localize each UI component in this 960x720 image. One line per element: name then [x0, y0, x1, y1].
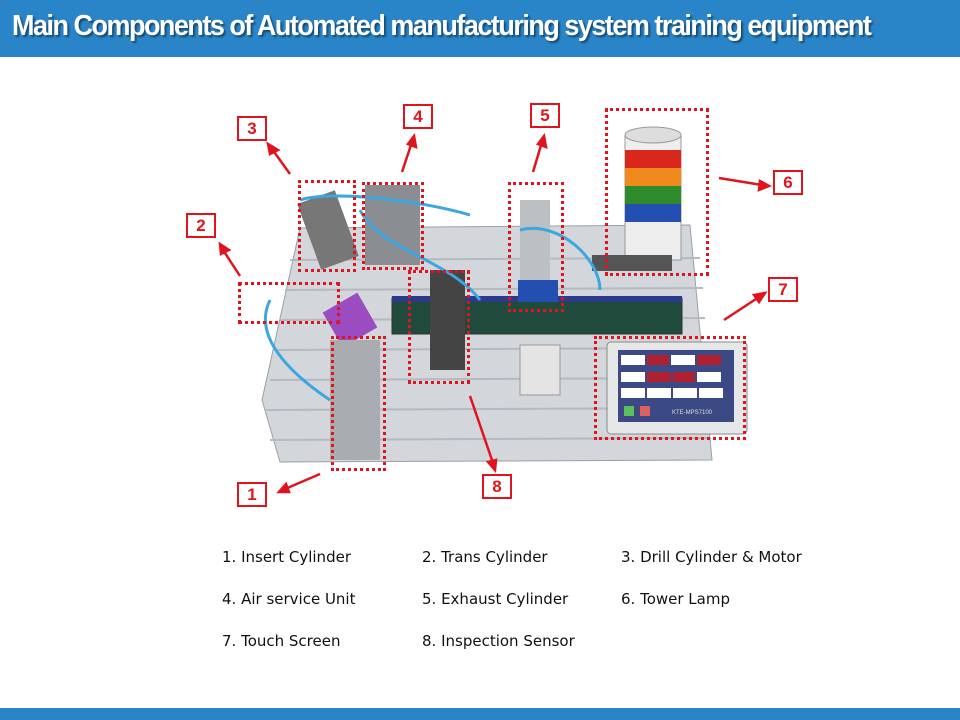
screen-model-text: KTE-MPS7100 [672, 410, 713, 416]
highlight-air-service-unit [362, 182, 424, 270]
callout-1: 1 [237, 482, 267, 507]
highlight-drill-cylinder [298, 180, 356, 272]
title-bar: Main Components of Automated manufacturi… [0, 0, 960, 57]
callout-2: 2 [186, 213, 216, 238]
legend-item: 5. Exhaust Cylinder [422, 590, 569, 608]
legend-item: 8. Inspection Sensor [422, 632, 575, 650]
callout-4: 4 [403, 104, 433, 129]
callout-5: 5 [530, 103, 560, 128]
highlight-insert-cylinder [331, 336, 386, 471]
callout-7: 7 [768, 277, 798, 302]
legend-item: 7. Touch Screen [222, 632, 341, 650]
highlight-tower-lamp [605, 108, 709, 276]
callout-8: 8 [482, 474, 512, 499]
legend-item: 3. Drill Cylinder & Motor [621, 548, 802, 566]
legend-item: 4. Air service Unit [222, 590, 356, 608]
legend-item: 6. Tower Lamp [621, 590, 730, 608]
touch-screen: KTE-MPS7100 [606, 341, 748, 435]
callout-3: 3 [237, 116, 267, 141]
drill-motor [297, 190, 359, 270]
callout-arrows [218, 132, 772, 494]
legend-item: 2. Trans Cylinder [422, 548, 548, 566]
slide-title: Main Components of Automated manufacturi… [12, 10, 872, 42]
legend-item: 1. Insert Cylinder [222, 548, 351, 566]
highlight-exhaust-cylinder [508, 182, 564, 312]
callout-6: 6 [773, 170, 803, 195]
highlight-trans-cylinder [238, 282, 340, 324]
highlight-touch-screen [594, 336, 746, 440]
footer-bar [0, 708, 960, 720]
highlight-inspection-sensor [408, 270, 470, 384]
